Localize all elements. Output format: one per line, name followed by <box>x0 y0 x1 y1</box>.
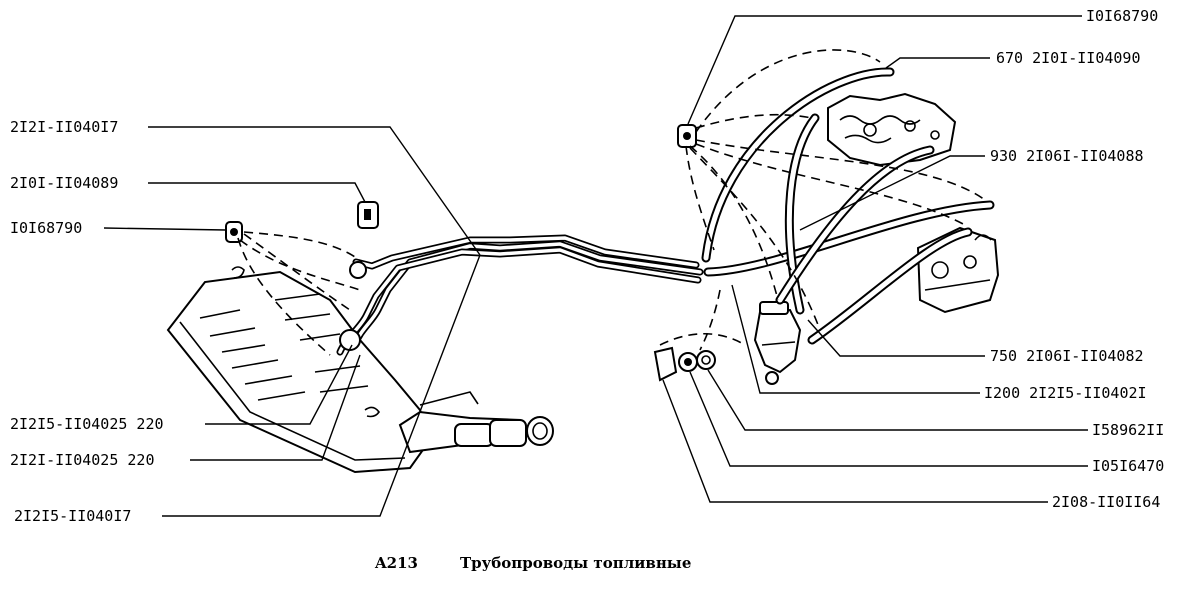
label-10168790-left: I0I68790 <box>10 219 82 237</box>
leader-lines <box>103 15 1088 517</box>
assembly-arrows <box>237 49 986 356</box>
filler-neck <box>398 391 554 454</box>
part-labels: I0I68790 2I2I-II040I7 2I0I-II04089 2I2I5… <box>10 7 1164 525</box>
fuel-filter <box>753 301 802 385</box>
caption-code: A213 <box>374 554 418 572</box>
caption-title: Трубопроводы топливные <box>460 554 691 572</box>
label-2121-1104017: 2I2I-II040I7 <box>10 118 118 136</box>
label-2101-1104089: 2I0I-II04089 <box>10 174 118 192</box>
label-670: 670 2I0I-II04090 <box>996 49 1141 67</box>
caption: A213 Трубопроводы топливные <box>374 554 691 572</box>
fuel-pump <box>916 226 1000 314</box>
label-750: 750 2I06I-II04082 <box>990 347 1144 365</box>
clip-left <box>225 221 243 243</box>
carburettor <box>827 92 957 167</box>
washer-parts <box>653 346 716 382</box>
label-2121-1104025: 2I2I-II04025 220 <box>10 451 155 469</box>
label-2108: 2I08-II0II64 <box>1052 493 1160 511</box>
fuel-hoses <box>701 67 995 345</box>
label-21215-1104025: 2I2I5-II04025 220 <box>10 415 164 433</box>
steel-pipes <box>336 234 704 356</box>
label-10168790-right: I0I68790 <box>1086 7 1158 25</box>
clip-right <box>677 124 697 148</box>
fuel-tank <box>166 266 432 474</box>
clip-part <box>357 201 379 229</box>
label-930: 930 2I06I-II04088 <box>990 147 1144 165</box>
label-1200: I200 2I2I5-II0402I <box>984 384 1147 402</box>
label-105: I05I6470 <box>1092 457 1164 475</box>
label-158962: I58962II <box>1092 421 1164 439</box>
label-21215-1104017: 2I2I5-II040I7 <box>14 507 131 525</box>
